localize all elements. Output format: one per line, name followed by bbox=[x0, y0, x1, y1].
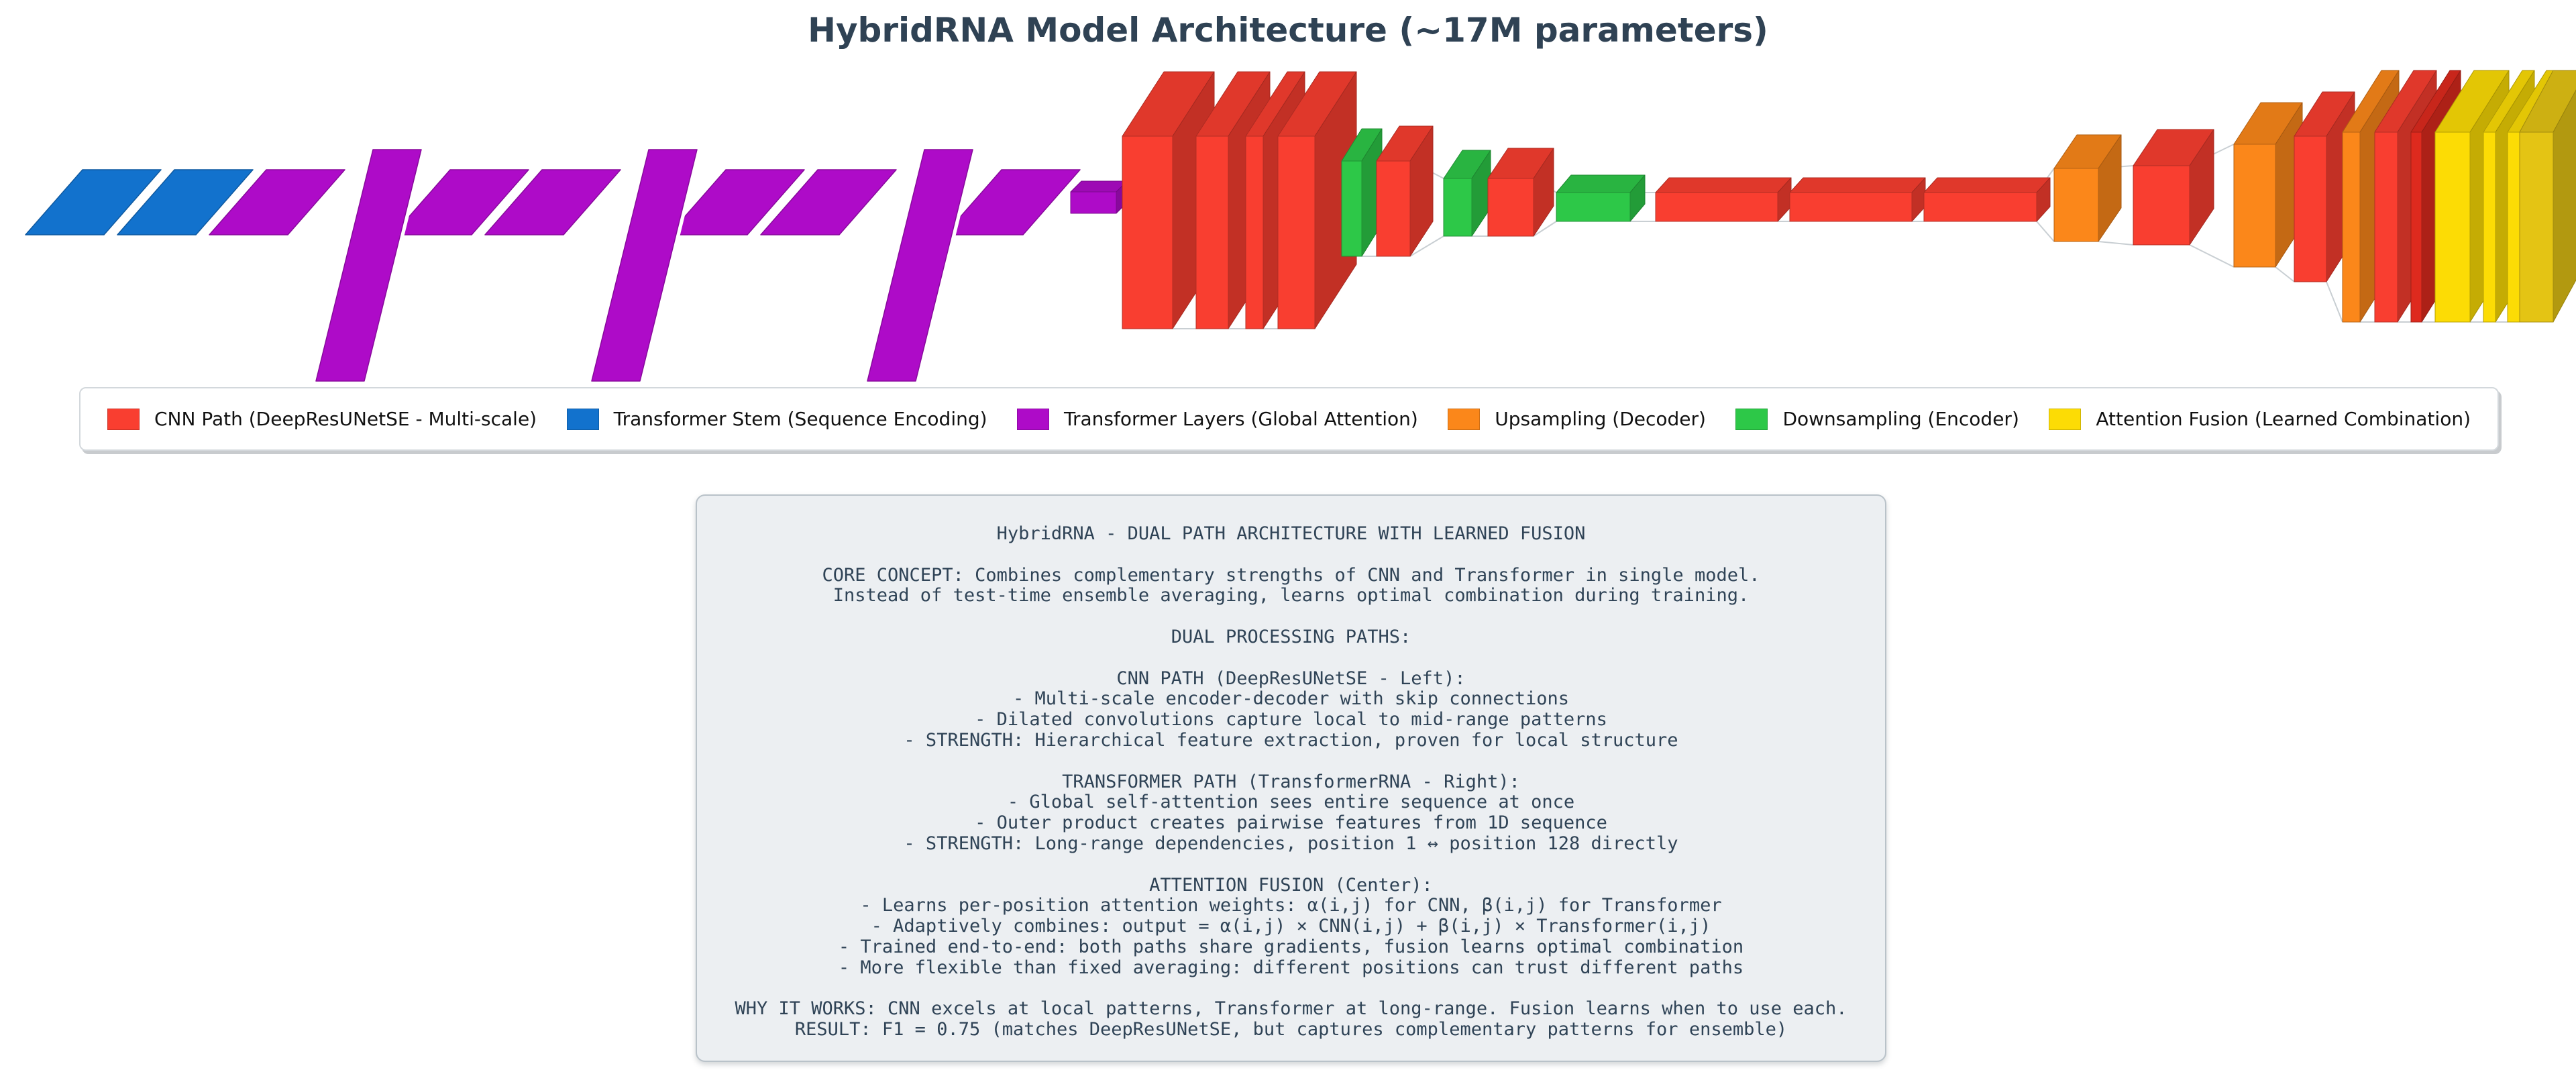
info-box: HybridRNA - DUAL PATH ARCHITECTURE WITH … bbox=[696, 494, 1886, 1062]
legend-label: Upsampling (Decoder) bbox=[1495, 408, 1706, 430]
architecture-diagram bbox=[25, 70, 2576, 385]
transformer-stem-swatch-icon bbox=[566, 408, 599, 430]
legend-label: CNN Path (DeepResUNetSE - Multi-scale) bbox=[154, 408, 537, 430]
downsampling-swatch-icon bbox=[1735, 408, 1768, 430]
info-box-text: HybridRNA - DUAL PATH ARCHITECTURE WITH … bbox=[735, 523, 1847, 1040]
cnn-path-swatch-icon bbox=[107, 408, 140, 430]
legend-label: Downsampling (Encoder) bbox=[1782, 408, 2019, 430]
legend-item-attention-fusion: Attention Fusion (Learned Combination) bbox=[2049, 408, 2471, 430]
legend-item-transformer-layers: Transformer Layers (Global Attention) bbox=[1017, 408, 1418, 430]
legend-item-upsampling: Upsampling (Decoder) bbox=[1448, 408, 1706, 430]
legend: CNN Path (DeepResUNetSE - Multi-scale) T… bbox=[79, 387, 2499, 451]
transformer-layers-swatch-icon bbox=[1017, 408, 1050, 430]
attention-fusion-swatch-icon bbox=[2049, 408, 2082, 430]
legend-item-cnn-path: CNN Path (DeepResUNetSE - Multi-scale) bbox=[107, 408, 537, 430]
legend-item-downsampling: Downsampling (Encoder) bbox=[1735, 408, 2019, 430]
upsampling-swatch-icon bbox=[1448, 408, 1481, 430]
legend-label: Transformer Layers (Global Attention) bbox=[1064, 408, 1418, 430]
legend-label: Transformer Stem (Sequence Encoding) bbox=[613, 408, 987, 430]
page-title: HybridRNA Model Architecture (~17M param… bbox=[808, 11, 1768, 50]
legend-item-transformer-stem: Transformer Stem (Sequence Encoding) bbox=[566, 408, 987, 430]
legend-label: Attention Fusion (Learned Combination) bbox=[2096, 408, 2471, 430]
